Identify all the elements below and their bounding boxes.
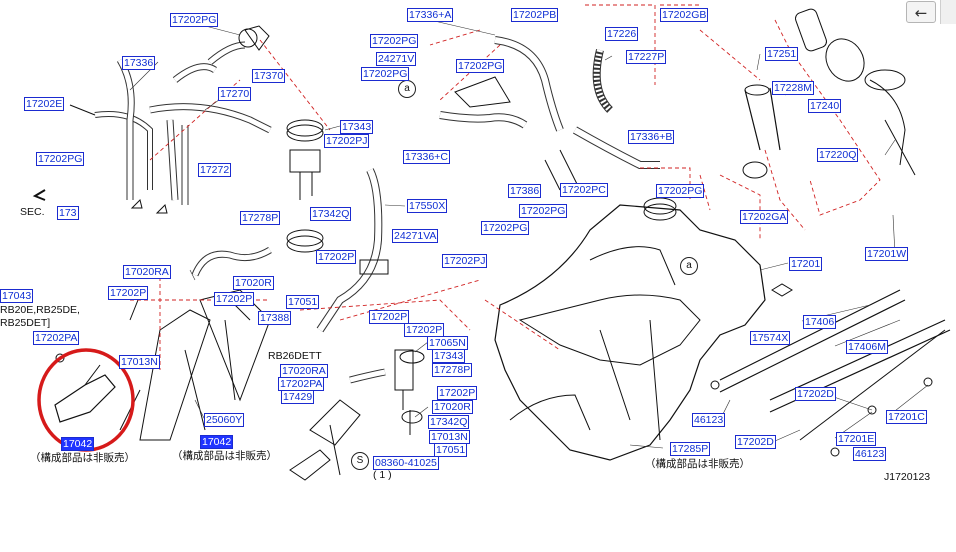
part-label-17202pg-c4[interactable]: 17202PG (519, 204, 568, 218)
part-label-17202pg-c3[interactable]: 17202PG (456, 59, 505, 73)
part-label-17202pg-right[interactable]: 17202PG (656, 184, 705, 198)
part-label-17202pa[interactable]: 17202PA (33, 331, 80, 345)
part-label-17042[interactable]: 17042 (200, 435, 234, 449)
part-label-17278p[interactable]: 17278P (240, 211, 281, 225)
part-label-17336[interactable]: 17336 (122, 56, 156, 70)
part-label-17202pc[interactable]: 17202PC (560, 183, 608, 197)
part-label-17202pg-c1[interactable]: 17202PG (370, 34, 419, 48)
part-label-17228m[interactable]: 17228M (772, 81, 814, 95)
part-label-17202gb[interactable]: 17202GB (660, 8, 709, 22)
callout-s-bolt: S (351, 452, 369, 470)
part-label-17227p[interactable]: 17227P (626, 50, 667, 64)
part-label-17020ra-b[interactable]: 17020RA (280, 364, 328, 378)
part-label-17201c[interactable]: 17201C (886, 410, 927, 424)
part-label-46123-b[interactable]: 46123 (853, 447, 887, 461)
part-label-17202p-b[interactable]: 17202P (108, 286, 149, 300)
part-label-17202pa-b[interactable]: 17202PA (278, 377, 325, 391)
part-label-17065n[interactable]: 17065N (427, 336, 468, 350)
part-label-17202pb[interactable]: 17202PB (511, 8, 559, 22)
not-sold-note-left: （構成部品は非販売） (30, 452, 135, 464)
bolt-count: ( 1 ) (373, 469, 392, 481)
part-label-25060y[interactable]: 25060Y (204, 413, 245, 427)
part-label-17270[interactable]: 17270 (218, 87, 252, 101)
part-label-section-173[interactable]: 173 (57, 206, 79, 220)
part-label-17013n-b[interactable]: 17013N (429, 430, 470, 444)
part-label-17020ra[interactable]: 17020RA (123, 265, 171, 279)
part-label-17406m[interactable]: 17406M (846, 340, 888, 354)
part-label-17202p-e[interactable]: 17202P (404, 323, 445, 337)
part-label-17343[interactable]: 17343 (340, 120, 374, 134)
part-label-17386[interactable]: 17386 (508, 184, 542, 198)
part-label-17202pg[interactable]: 17202PG (170, 13, 219, 27)
part-label-17051-b[interactable]: 17051 (434, 443, 468, 457)
figure-code: J1720123 (884, 471, 931, 483)
callout-a-upper: a (398, 80, 416, 98)
back-button[interactable]: ← (906, 1, 936, 23)
part-label-17278p-b[interactable]: 17278P (432, 363, 473, 377)
part-label-17336-a[interactable]: 17336+A (407, 8, 454, 22)
part-label-17051[interactable]: 17051 (286, 295, 320, 309)
part-label-17285p[interactable]: 17285P (670, 442, 711, 456)
part-label-17336-c[interactable]: 17336+C (403, 150, 450, 164)
callout-a-tank: a (680, 257, 698, 275)
part-label-17370[interactable]: 17370 (252, 69, 286, 83)
part-label-17202p-d[interactable]: 17202P (369, 310, 410, 324)
part-label-17020r[interactable]: 17020R (233, 276, 274, 290)
part-label-17272[interactable]: 17272 (198, 163, 232, 177)
part-label-17202p-f[interactable]: 17202P (437, 386, 478, 400)
part-label-17226[interactable]: 17226 (605, 27, 639, 41)
part-label-17220q[interactable]: 17220Q (817, 148, 859, 162)
scrollbar[interactable] (940, 0, 956, 24)
part-label-24271v[interactable]: 24271V (376, 52, 417, 66)
part-label-17388[interactable]: 17388 (258, 311, 292, 325)
part-label-17201w[interactable]: 17201W (865, 247, 909, 261)
not-sold-note-middle: （構成部品は非販売） (172, 450, 277, 462)
part-label-17406[interactable]: 17406 (803, 315, 837, 329)
part-label-17202pg-left[interactable]: 17202PG (36, 152, 85, 166)
part-label-17342q-b[interactable]: 17342Q (428, 415, 470, 429)
part-label-17202ga[interactable]: 17202GA (740, 210, 789, 224)
part-label-17343-b[interactable]: 17343 (432, 349, 466, 363)
part-label-17013n[interactable]: 17013N (119, 355, 160, 369)
not-sold-note-right: （構成部品は非販売） (645, 458, 750, 470)
part-label-17042-highlighted[interactable]: 17042 (61, 437, 95, 451)
part-label-17550x[interactable]: 17550X (407, 199, 448, 213)
part-label-17251[interactable]: 17251 (765, 47, 799, 61)
part-label-17202p-a[interactable]: 17202P (316, 250, 357, 264)
part-label-08360-41025[interactable]: 08360-41025 (373, 456, 439, 470)
part-label-46123[interactable]: 46123 (692, 413, 726, 427)
part-label-17202e[interactable]: 17202E (24, 97, 65, 111)
part-label-17202p-c[interactable]: 17202P (214, 292, 255, 306)
part-label-17020r-b[interactable]: 17020R (432, 400, 473, 414)
engine-codes-rb25det: RB25DET] (0, 317, 51, 329)
part-label-17202pj-b[interactable]: 17202PJ (442, 254, 488, 268)
part-label-17202pg-c2[interactable]: 17202PG (361, 67, 410, 81)
section-label: SEC. (20, 206, 45, 218)
part-label-17202d-b[interactable]: 17202D (735, 435, 776, 449)
part-label-17202d-a[interactable]: 17202D (795, 387, 836, 401)
part-label-17043[interactable]: 17043 (0, 289, 34, 303)
part-label-17574x[interactable]: 17574X (750, 331, 791, 345)
part-label-24271va[interactable]: 24271VA (392, 229, 439, 243)
part-label-17201[interactable]: 17201 (789, 257, 823, 271)
part-label-17429[interactable]: 17429 (281, 390, 315, 404)
part-label-17201e[interactable]: 17201E (836, 432, 877, 446)
part-label-17342q[interactable]: 17342Q (310, 207, 352, 221)
part-label-17240[interactable]: 17240 (808, 99, 842, 113)
part-label-17202pj[interactable]: 17202PJ (324, 134, 370, 148)
part-label-17336-b[interactable]: 17336+B (628, 130, 675, 144)
engine-code-rb26: RB26DETT (268, 350, 322, 362)
part-label-17202pg-c5[interactable]: 17202PG (481, 221, 530, 235)
engine-codes-rb20: RB20E,RB25DE, (0, 304, 80, 316)
